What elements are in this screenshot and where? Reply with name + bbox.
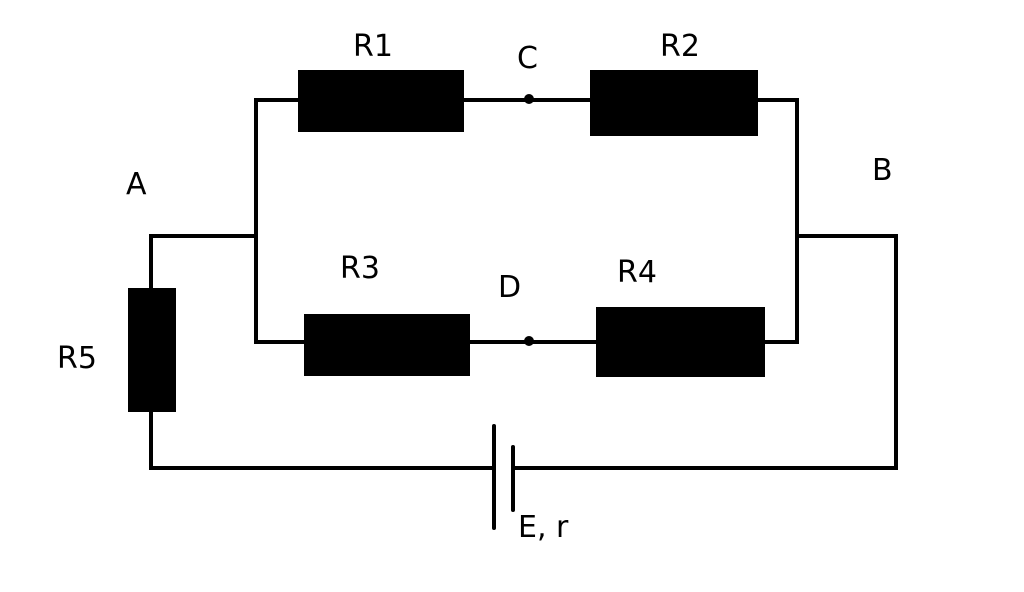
label-node-a: A — [126, 167, 147, 202]
label-r2: R2 — [660, 29, 700, 64]
wire-r5-battery — [149, 410, 496, 470]
wire-battery-b — [511, 234, 898, 470]
label-node-b: B — [872, 153, 893, 188]
node-c-dot — [524, 94, 534, 104]
node-d-dot — [524, 336, 534, 346]
wire-a-r5 — [149, 234, 258, 292]
label-r3: R3 — [340, 251, 380, 286]
resistor-r2 — [590, 70, 758, 136]
resistor-r3 — [304, 314, 470, 376]
wire-right-parallel — [756, 98, 799, 344]
resistor-r5 — [128, 288, 176, 412]
resistor-r4 — [596, 307, 765, 377]
resistor-r1 — [298, 70, 464, 132]
label-source-er: E, r — [518, 510, 569, 545]
battery-symbol — [492, 424, 515, 530]
label-r4: R4 — [617, 255, 657, 290]
label-r5: R5 — [57, 341, 97, 376]
label-r1: R1 — [353, 29, 393, 64]
wires — [149, 98, 898, 470]
label-node-d: D — [498, 270, 521, 305]
wire-left-parallel — [254, 98, 306, 344]
label-node-c: C — [517, 41, 538, 76]
